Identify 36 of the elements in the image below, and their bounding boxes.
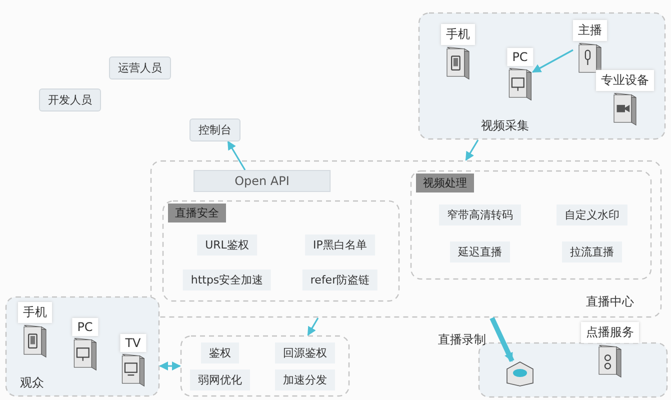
feature-tile: 运营人员 [109, 56, 171, 80]
arrow [490, 316, 514, 362]
feature-tile: 自定义水印 [556, 204, 628, 226]
device-label: 主播 [573, 20, 607, 41]
arrow [307, 318, 319, 336]
feature-tile: URL鉴权 [197, 234, 257, 256]
arrow [532, 49, 574, 73]
device-label: 专业设备 [596, 70, 654, 91]
device-label: TV [120, 334, 146, 352]
feature-tile: 延迟直播 [450, 242, 510, 262]
feature-tile: refer防盗链 [302, 270, 378, 290]
edge-label: 直播录制 [437, 332, 487, 348]
group-title: 直播中心 [585, 294, 635, 310]
feature-tile: IP黑白名单 [305, 234, 375, 256]
device-label: 手机 [18, 302, 52, 323]
device-label: PC [72, 318, 98, 336]
feature-tile: 控制台 [190, 118, 240, 142]
group-tag: 直播安全 [168, 204, 226, 222]
feature-tile: 弱网优化 [190, 370, 250, 390]
device-label: PC [507, 48, 533, 66]
feature-tile: 鉴权 [201, 342, 239, 364]
feature-tile: 窄带高清转码 [439, 204, 521, 226]
api-band: Open API [194, 170, 330, 192]
device-label: 点播服务 [581, 322, 639, 343]
arrow [227, 140, 246, 170]
device-label: 手机 [441, 24, 475, 45]
group-title: 观众 [19, 374, 45, 392]
arrow [159, 362, 181, 370]
feature-tile: 拉流直播 [562, 242, 622, 262]
feature-tile: 加速分发 [275, 370, 335, 390]
feature-tile: 回源鉴权 [275, 342, 335, 364]
group-title: 视频采集 [480, 118, 530, 134]
arrow [465, 140, 479, 161]
feature-tile: 开发人员 [39, 88, 101, 112]
feature-tile: https安全加速 [182, 270, 272, 290]
group-tag: 视频处理 [416, 174, 474, 192]
